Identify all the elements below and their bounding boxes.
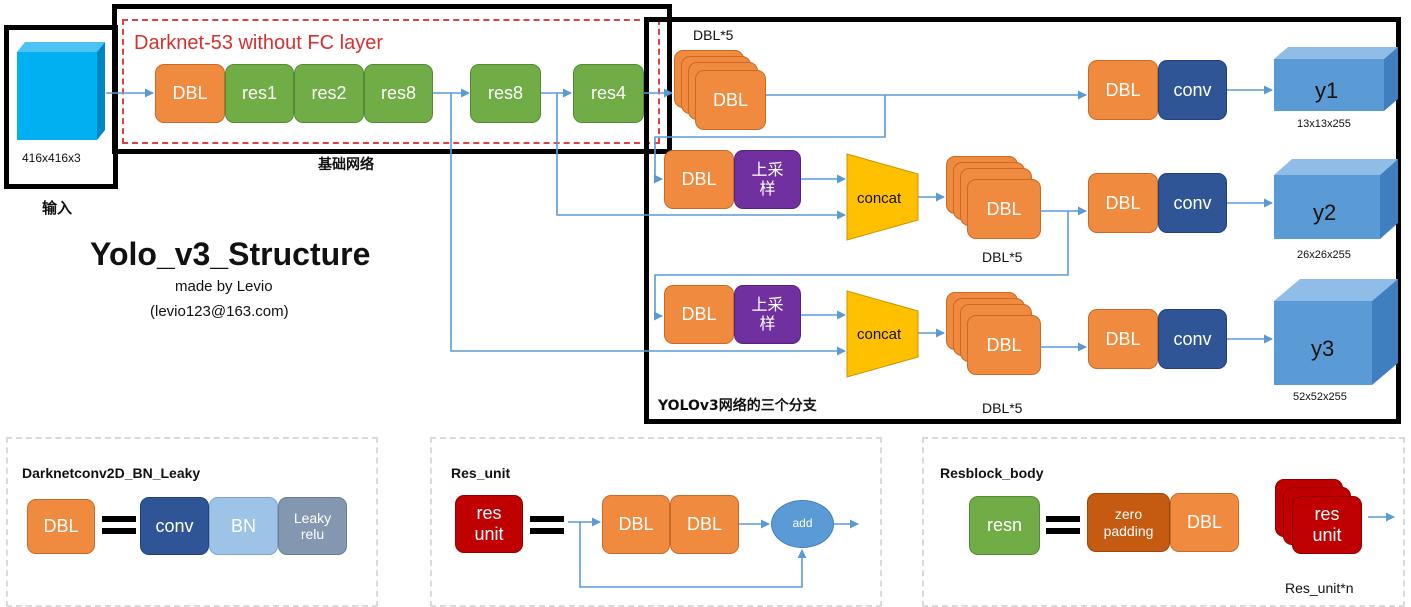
input-size-label: 416x416x3 [22,151,81,165]
bot-concat-label: concat [857,326,902,343]
legend-res-unit-dbl-2: DBL [670,495,739,554]
legend-zero-padding: zero padding [1087,493,1170,552]
y2-size: 26x26x255 [1297,249,1351,261]
top-conv: conv [1158,60,1227,120]
branches-caption: YOLOv3网络的三个分支 [658,398,817,414]
darknet-dashed-frame [122,19,660,144]
bot-stack-dbl: DBL [967,315,1041,375]
mid-dbl2: DBL [1088,173,1158,233]
backbone-frame [112,4,672,154]
y2-label: y2 [1313,200,1337,225]
legend-resn: resn [969,496,1040,555]
y1-label: y1 [1315,78,1339,103]
legend-add-node: add [771,500,834,548]
backbone-dbl: DBL [155,64,225,123]
legend-dbl-title: Darknetconv2D_BN_Leaky [22,465,201,481]
mid-concat-label: concat [857,190,902,207]
legend-dbl-lhs: DBL [27,499,95,554]
equals-bar-bottom [102,528,136,534]
author-line: made by Levio [175,278,273,295]
bot-conv: conv [1158,309,1227,369]
res-unit-stack-front: res unit [1292,496,1362,554]
mid-conv: conv [1158,173,1227,233]
legend-res-unit-title: Res_unit [451,465,511,481]
legend-conv: conv [140,497,209,555]
diagram-title: Yolo_v3_Structure [90,236,371,272]
input-caption: 输入 [42,199,73,217]
mid-stack-label: DBL*5 [982,249,1023,265]
backbone-res8-b: res8 [470,64,541,123]
mid-dbl: DBL [664,150,734,209]
equals-bar-bottom [530,528,564,534]
bot-stack-label: DBL*5 [982,400,1023,416]
input-cube [17,42,105,140]
backbone-res2: res2 [294,64,364,123]
legend-resblock-dbl: DBL [1170,493,1239,552]
equals-bar-top [530,516,564,522]
legend-bn: BN [209,497,278,555]
email-line: (levio123@163.com) [150,303,289,320]
backbone-res4: res4 [573,64,644,123]
top-stack-dbl: DBL [695,70,766,130]
y1-size: 13x13x255 [1297,118,1351,130]
legend-resblock-title: Resblock_body [940,465,1044,481]
equals-bar-top [102,516,136,522]
res-unit-stack-caption: Res_unit*n [1285,580,1354,596]
bot-upsample: 上采样 [734,285,801,344]
legend-res-unit-dbl-1: DBL [602,495,670,554]
darknet-frame-label: Darknet-53 without FC layer [134,32,383,54]
bot-dbl: DBL [664,285,734,344]
equals-bar-top [1046,516,1080,522]
mid-stack-dbl: DBL [967,179,1041,239]
legend-leaky-relu: Leaky relu [278,497,347,555]
backbone-res1: res1 [225,64,294,123]
backbone-res8-a: res8 [364,64,433,123]
y3-label: y3 [1311,336,1335,361]
legend-res-unit-lhs: res unit [455,495,523,553]
y2-output-cube [1274,159,1398,239]
mid-upsample: 上采样 [734,150,801,209]
backbone-caption: 基础网络 [318,157,374,173]
y3-output-cube [1274,279,1398,385]
y1-output-cube [1274,47,1398,111]
top-dbl: DBL [1088,60,1158,120]
y3-size: 52x52x255 [1293,391,1347,403]
bot-dbl2: DBL [1088,309,1158,369]
equals-bar-bottom [1046,528,1080,534]
top-stack-label: DBL*5 [693,27,734,43]
